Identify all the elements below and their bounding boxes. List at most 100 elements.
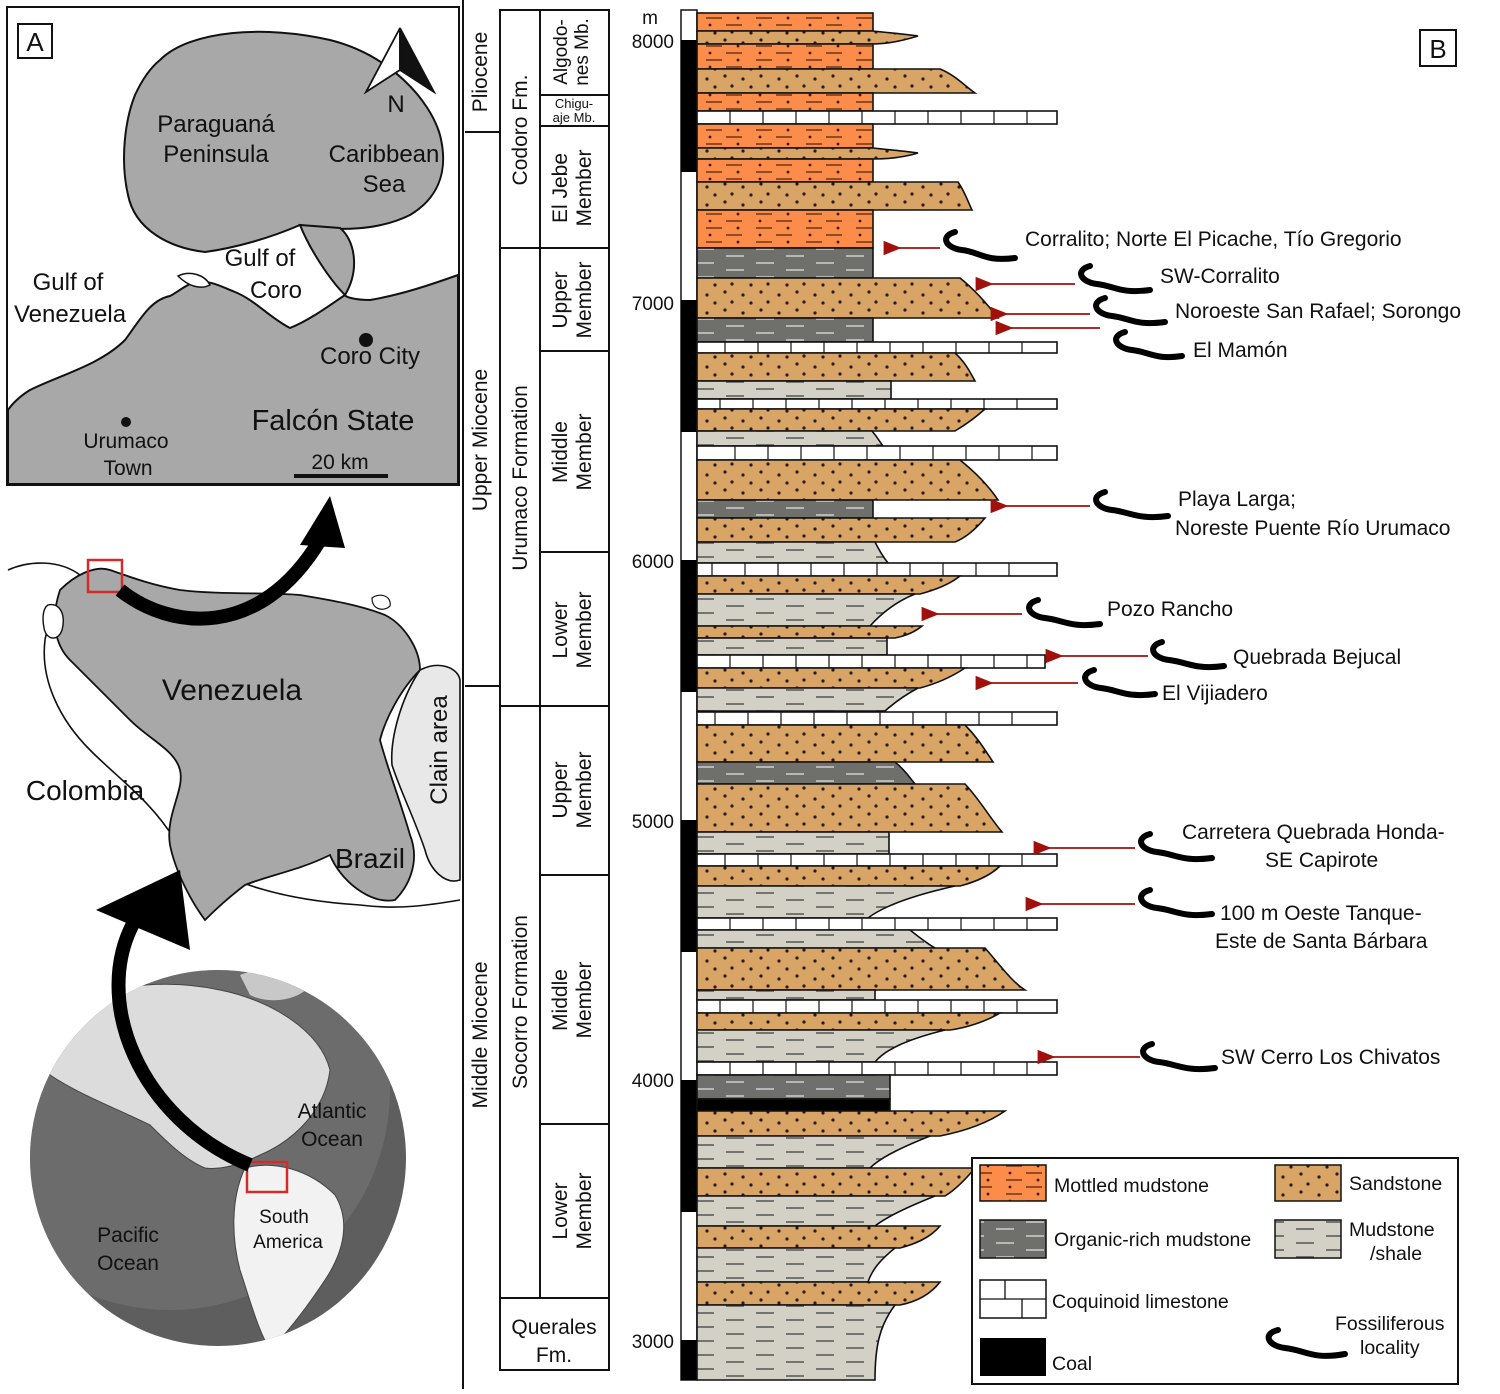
- member-algodones-1: Algodo-: [551, 19, 572, 85]
- fossil-locality-icon: [1265, 1327, 1348, 1359]
- formation-socorro: Socorro Formation: [509, 915, 532, 1089]
- tick-5000: 5000: [632, 812, 674, 833]
- formation-urumaco: Urumaco Formation: [509, 385, 532, 571]
- limestone-brick-lines: [711, 111, 1033, 1075]
- legend: Mottled mudstone Sandstone Organic-rich …: [971, 1157, 1459, 1385]
- coro-city-label: Coro City: [320, 343, 420, 370]
- epoch-upper-miocene: Upper Miocene: [469, 369, 492, 511]
- member-socorro-lower-2: Member: [573, 1172, 596, 1249]
- locality-label: El Mamón: [1193, 339, 1288, 362]
- legend-label: Mudstone: [1349, 1219, 1435, 1241]
- locality-marker: El Mamón: [995, 320, 1288, 362]
- locality-label: Corralito; Norte El Picache, Tío Gregori…: [1025, 228, 1402, 251]
- south-america-label-1: South: [259, 1207, 309, 1228]
- member-chiguaje-2: aje Mb.: [553, 110, 596, 125]
- arrow-to-venezuela: [111, 916, 253, 1172]
- falcon-state-label: Falcón State: [252, 405, 415, 437]
- tick-3000: 3000: [632, 1332, 674, 1353]
- locality-label: Playa Larga;: [1178, 488, 1296, 511]
- venezuela-label: Venezuela: [162, 674, 302, 707]
- locality-marker: Pozo Rancho: [921, 597, 1233, 629]
- claim-area-label: Clain area: [426, 695, 453, 805]
- epoch-pliocene: Pliocene: [469, 32, 492, 113]
- member-urumaco-lower-1: Lower: [549, 601, 572, 658]
- claim-area-shape: [390, 664, 461, 882]
- locality-label: Este de Santa Bárbara: [1215, 930, 1428, 953]
- sea-label-1: Caribbean: [329, 141, 440, 168]
- locality-marker: SW Cerro Los Chivatos: [1037, 1041, 1440, 1073]
- falcon-mainland: [7, 223, 459, 485]
- locality-label: Noreste Puente Río Urumaco: [1175, 517, 1450, 540]
- panel-label-a: A: [26, 27, 44, 57]
- member-socorro-lower-1: Lower: [549, 1182, 572, 1239]
- inset-map: N A Paraguaná Peninsula Caribbean Sea Gu…: [6, 6, 460, 486]
- study-area-box-globe: [245, 1160, 289, 1194]
- stratigraphic-column: Pliocene Upper Miocene Middle Miocene Co…: [465, 8, 1457, 1381]
- legend-limestone: Coquinoid limestone: [979, 1279, 1229, 1319]
- legend-label: Organic-rich mudstone: [1054, 1229, 1251, 1251]
- tick-8000: 8000: [632, 32, 674, 53]
- study-area-box-venezuela: [86, 558, 124, 594]
- legend-organic: Organic-rich mudstone: [979, 1219, 1251, 1259]
- member-urumaco-upper-2: Member: [573, 261, 596, 338]
- gulf-coro-label-2: Coro: [250, 277, 302, 304]
- locality-label: SE Capirote: [1265, 849, 1378, 872]
- locality-marker: 100 m Oeste Tanque- Este de Santa Bárbar…: [1025, 887, 1428, 953]
- formation-querales-2: Fm.: [536, 1344, 572, 1367]
- gulf-venezuela-label-2: Venezuela: [14, 301, 127, 328]
- urumaco-label-1: Urumaco: [83, 430, 168, 453]
- legend-label: /shale: [1370, 1243, 1422, 1265]
- member-socorro-upper-2: Member: [573, 751, 596, 828]
- coro-city-marker: [359, 333, 373, 347]
- pacific-label-2: Ocean: [97, 1252, 159, 1275]
- scale-unit: m: [642, 8, 658, 29]
- fossil-localities: Corralito; Norte El Picache, Tío Gregori…: [883, 228, 1461, 1073]
- north-label: N: [387, 91, 404, 118]
- member-socorro-middle-2: Member: [573, 961, 596, 1038]
- atlantic-label-2: Ocean: [301, 1128, 363, 1151]
- legend-label: Sandstone: [1349, 1173, 1442, 1195]
- member-urumaco-middle-2: Member: [573, 413, 596, 490]
- locality-label: Noroeste San Rafael; Sorongo: [1175, 300, 1461, 323]
- locality-marker: Corralito; Norte El Picache, Tío Gregori…: [883, 228, 1402, 262]
- sea-label-2: Sea: [363, 171, 406, 198]
- gulf-venezuela-label-1: Gulf of: [33, 269, 104, 296]
- legend-label: locality: [1360, 1337, 1420, 1359]
- legend-mottled: Mottled mudstone: [979, 1164, 1209, 1202]
- epoch-middle-miocene: Middle Miocene: [469, 961, 492, 1108]
- peninsula-label-1: Paraguaná: [157, 111, 275, 138]
- arrow-to-inset: [115, 536, 326, 626]
- locality-label: El Vijiadero: [1162, 682, 1268, 705]
- pacific-label-1: Pacific: [97, 1224, 159, 1247]
- member-socorro-upper-1: Upper: [549, 761, 572, 818]
- locality-label: Quebrada Bejucal: [1233, 646, 1401, 669]
- legend-sandstone: Sandstone: [1274, 1164, 1442, 1202]
- colombia-label: Colombia: [26, 775, 145, 806]
- legend-label: Coal: [1052, 1353, 1092, 1375]
- locality-marker: Playa Larga; Noreste Puente Río Urumaco: [990, 488, 1450, 540]
- tick-6000: 6000: [632, 552, 674, 573]
- locality-marker: Carretera Quebrada Honda- SE Capirote: [1033, 821, 1445, 872]
- locality-label: Pozo Rancho: [1107, 598, 1233, 621]
- locality-marker: El Vijiadero: [975, 667, 1268, 705]
- peninsula-label-2: Peninsula: [163, 141, 269, 168]
- atlantic-label-1: Atlantic: [298, 1100, 367, 1123]
- legend-label: Mottled mudstone: [1054, 1175, 1209, 1197]
- brazil-label: Brazil: [335, 843, 405, 874]
- legend-mudstone: Mudstone /shale: [1274, 1219, 1435, 1265]
- member-eljebe-1: El Jebe: [549, 153, 572, 223]
- panel-label-b: B: [1429, 34, 1446, 64]
- south-america-label-2: America: [253, 1232, 323, 1253]
- locality-label: Carretera Quebrada Honda-: [1182, 821, 1445, 844]
- country-map: Venezuela Colombia Brazil Clain area: [7, 496, 461, 922]
- legend-coal: Coal: [980, 1338, 1092, 1376]
- member-urumaco-lower-2: Member: [573, 591, 596, 668]
- locality-label: SW Cerro Los Chivatos: [1221, 1046, 1440, 1069]
- lithology-beds: [696, 12, 1058, 1381]
- gulf-coro-label-1: Gulf of: [225, 245, 296, 272]
- formation-querales-1: Querales: [511, 1316, 596, 1339]
- member-socorro-middle-1: Middle: [549, 969, 572, 1031]
- tick-7000: 7000: [632, 294, 674, 315]
- locality-label: 100 m Oeste Tanque-: [1220, 902, 1422, 925]
